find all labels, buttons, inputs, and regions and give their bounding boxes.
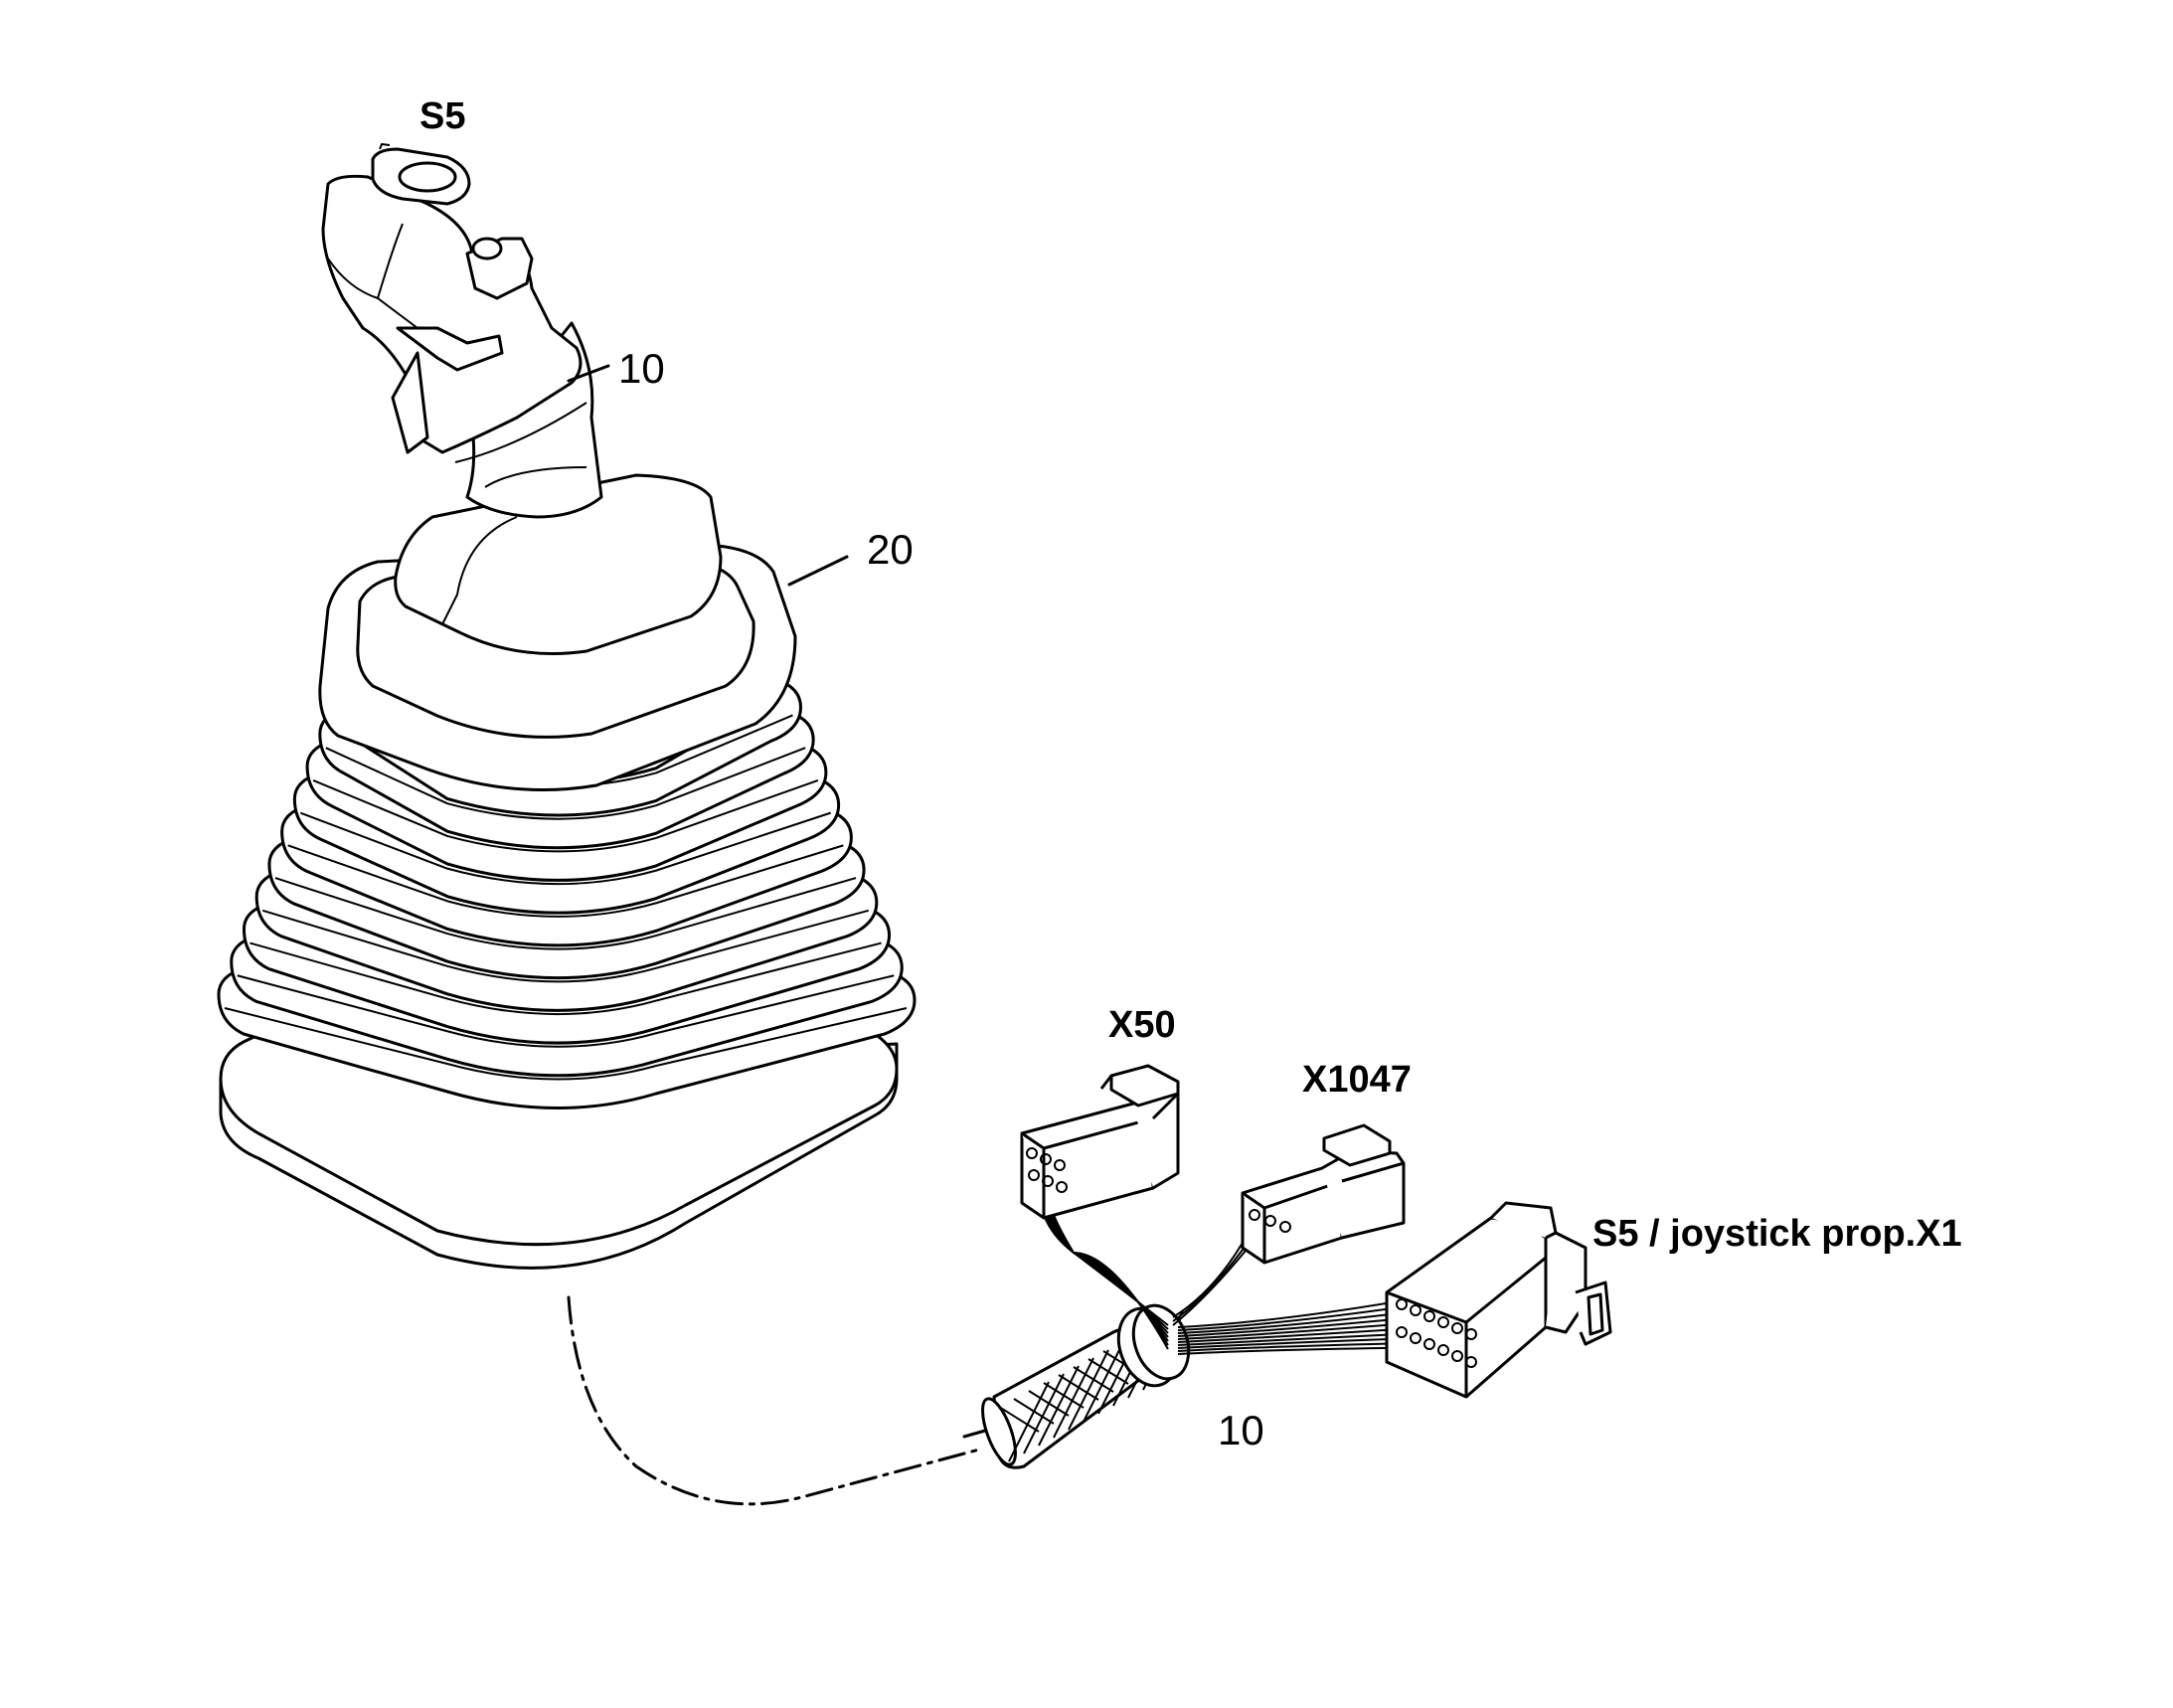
x1047-connector-icon: [1241, 1123, 1406, 1265]
x50-label: X50: [1108, 1004, 1176, 1046]
leader-lines: [567, 364, 1001, 1506]
boot-part-number: 20: [867, 526, 914, 573]
s5-joystick-connector-label: S5 / joystick prop.X1: [1592, 1213, 1962, 1255]
joystick-handle-icon: [321, 143, 603, 519]
x1047-label: X1047: [1302, 1059, 1412, 1101]
s5-label: S5: [419, 95, 466, 137]
handle-part-number: 10: [618, 345, 665, 392]
rubber-boot-icon: [217, 473, 917, 1270]
s5-joystick-connector-icon: [1385, 1201, 1612, 1399]
wires: [1037, 1172, 1464, 1355]
harness-part-number: 10: [1218, 1407, 1264, 1453]
wire-harness-icon: [981, 1064, 1612, 1469]
x50-connector-icon: [1020, 1064, 1180, 1220]
